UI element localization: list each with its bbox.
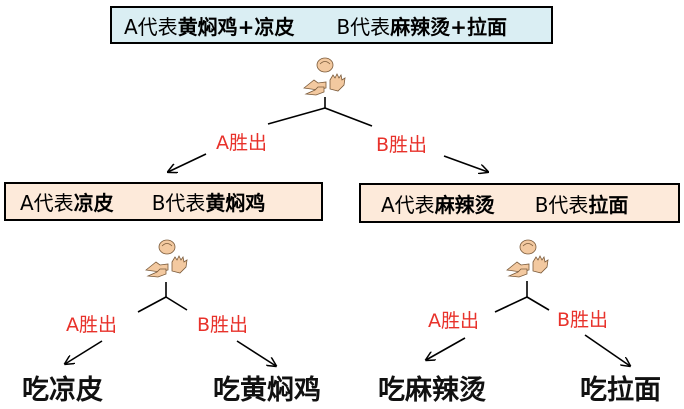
rock-paper-scissors-icon (145, 239, 188, 278)
label-a-wins-left: A胜出 (66, 314, 117, 336)
label-b-wins-left: B胜出 (197, 314, 249, 336)
right-fork (426, 281, 630, 366)
top-a-prefix: A代表 (124, 14, 178, 39)
right-b-value: 拉面 (588, 192, 629, 217)
left-box: A代表凉皮 B代表黄焖鸡 (4, 182, 323, 221)
right-box: A代表麻辣烫 B代表拉面 (359, 183, 680, 223)
right-b-prefix: B代表 (534, 192, 589, 217)
rock-paper-scissors-icon (303, 57, 346, 96)
result-malatang: 吃麻辣烫 (378, 375, 486, 406)
result-huangmenji: 吃黄焖鸡 (213, 375, 321, 406)
top-fork (168, 97, 488, 172)
rock-paper-scissors-icon (506, 239, 549, 278)
result-lamian: 吃拉面 (580, 375, 661, 406)
left-b-value: 黄焖鸡 (205, 191, 266, 215)
label-a-wins-right: A胜出 (428, 310, 479, 332)
top-a-value: 黄焖鸡+凉皮 (177, 14, 295, 39)
left-a-prefix: A代表 (20, 191, 74, 215)
top-box: A代表黄焖鸡+凉皮 B代表麻辣烫+拉面 (110, 6, 553, 44)
top-b-value: 麻辣烫+拉面 (390, 14, 507, 39)
left-fork (65, 282, 276, 366)
left-b-prefix: B代表 (151, 191, 206, 215)
top-b-prefix: B代表 (336, 14, 391, 39)
right-a-value: 麻辣烫 (434, 192, 495, 217)
label-a-wins: A胜出 (216, 132, 267, 154)
label-b-wins: B胜出 (376, 134, 428, 156)
label-b-wins-right: B胜出 (557, 309, 609, 331)
result-liangpi: 吃凉皮 (22, 375, 103, 406)
right-a-prefix: A代表 (381, 192, 435, 217)
left-a-value: 凉皮 (73, 191, 114, 215)
